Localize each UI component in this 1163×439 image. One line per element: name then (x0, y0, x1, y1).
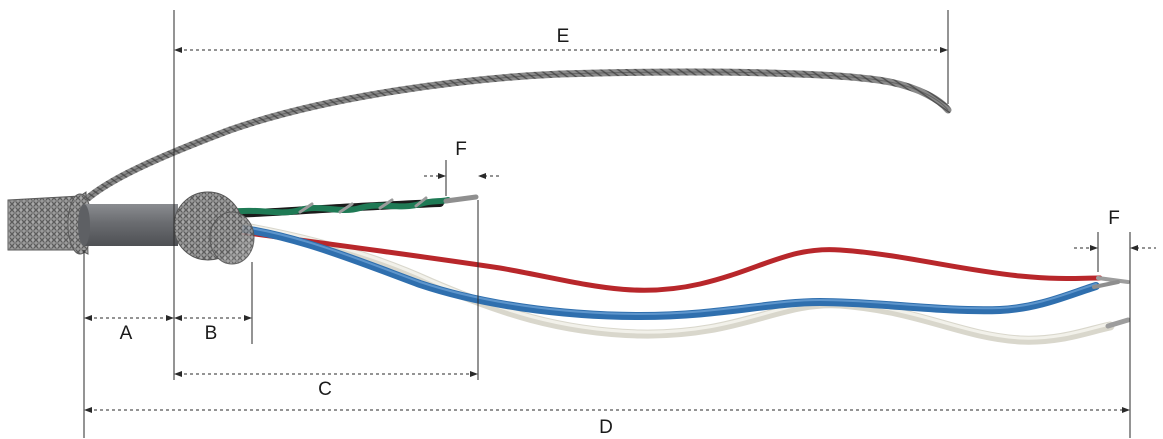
extension-lines (83, 10, 1131, 438)
label-f-top: F (455, 139, 467, 160)
cable-jacket (84, 204, 178, 246)
white-wire (210, 217, 1115, 345)
dimension-b (174, 315, 252, 321)
cable-illustration (7, 68, 1131, 345)
dimension-d (84, 407, 1130, 413)
red-wire-tip (1096, 276, 1130, 284)
dimension-a (84, 315, 174, 321)
blue-wire-tip (1092, 280, 1120, 289)
label-d: D (599, 417, 613, 438)
label-c: C (318, 379, 332, 400)
pair-tip (443, 194, 479, 204)
label-a: A (120, 323, 133, 344)
label-f-right: F (1108, 208, 1120, 229)
white-wire-tip (1105, 317, 1131, 329)
pair-drain-wrap (298, 196, 428, 214)
label-e: E (557, 26, 570, 47)
green-wire (227, 197, 451, 216)
dimension-e (174, 47, 948, 53)
dimension-f-right (1074, 245, 1156, 251)
label-b: B (205, 323, 218, 344)
blue-wire (216, 222, 1100, 321)
dimension-c (174, 371, 478, 377)
red-wire (237, 229, 1103, 293)
dimension-f-top (424, 173, 502, 179)
